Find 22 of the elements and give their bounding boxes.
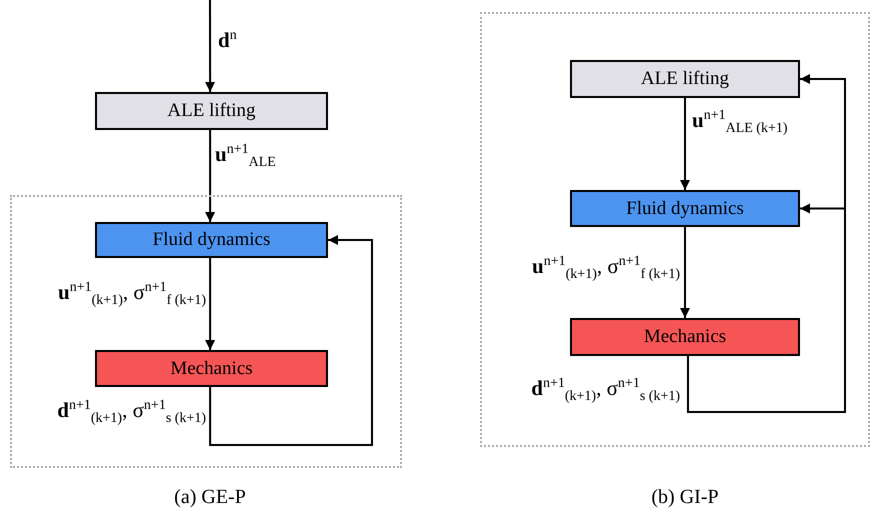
- process-box: [95, 350, 328, 387]
- box-label: ALE lifting: [640, 68, 730, 90]
- box-label: Fluid dynamics: [152, 229, 270, 251]
- arrow: [680, 98, 690, 190]
- process-box: [570, 318, 800, 356]
- box-label: Fluid dynamics: [626, 198, 744, 220]
- arrow: [205, 258, 216, 350]
- process-box: [570, 190, 800, 227]
- arrow: [205, 130, 216, 222]
- caption: (a) GE-P: [174, 486, 246, 509]
- process-box: [95, 92, 328, 130]
- process-box: [570, 60, 800, 98]
- dotted-frame: [480, 12, 870, 447]
- arrow: [687, 74, 846, 413]
- process-box: [95, 222, 328, 258]
- caption: (b) GI-P: [651, 486, 719, 509]
- box-label: Mechanics: [644, 326, 726, 348]
- arrow: [209, 235, 373, 446]
- arrow: [680, 227, 690, 318]
- box-label: Mechanics: [170, 358, 253, 380]
- box-label: ALE lifting: [167, 100, 256, 122]
- arrow: [205, 0, 216, 92]
